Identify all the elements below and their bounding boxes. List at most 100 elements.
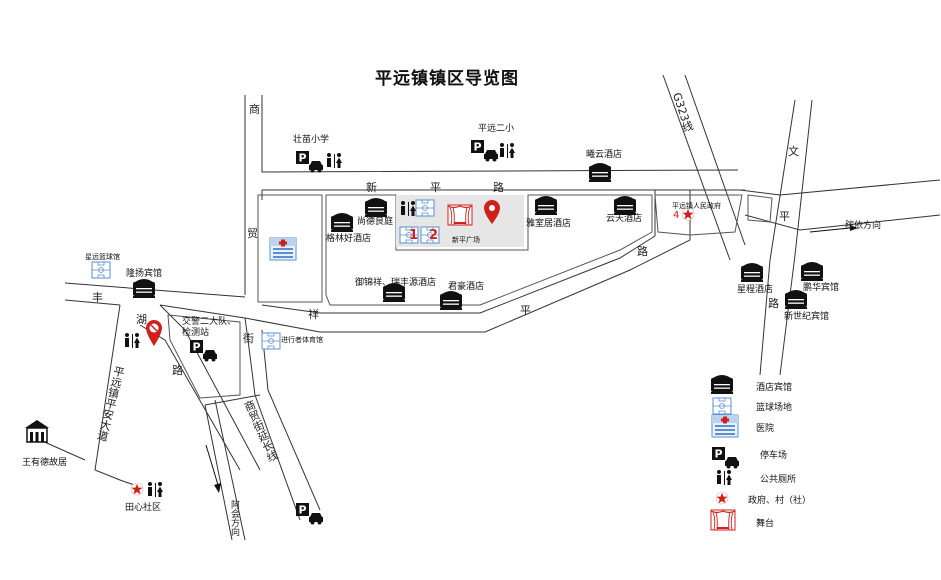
road-label-xinping-1: 新 bbox=[366, 181, 377, 194]
road-label-to-ahui: 阿会方向 bbox=[229, 500, 239, 536]
road-g323-west bbox=[662, 74, 731, 261]
road-ayi-north bbox=[739, 179, 941, 196]
label-stage-num1: 1 bbox=[409, 228, 419, 243]
road-wen-east bbox=[779, 99, 813, 376]
block-east-small bbox=[747, 194, 773, 223]
direction-arrows bbox=[205, 225, 858, 493]
road-ahui-link bbox=[204, 394, 261, 406]
label-xinshiji-hotel: 新世纪宾馆 bbox=[784, 312, 830, 322]
hotel-icon[interactable] bbox=[801, 262, 823, 281]
toilet-icon[interactable] bbox=[401, 201, 416, 216]
label-basketball-left: 星远篮球馆 bbox=[85, 253, 120, 261]
label-stage-num2: 2 bbox=[429, 228, 439, 243]
road-ahui-1 bbox=[204, 404, 233, 541]
road-label-lu-right: 路 bbox=[768, 297, 779, 310]
basketball-court-icon[interactable] bbox=[261, 332, 281, 350]
road-label-lu: 路 bbox=[637, 245, 648, 258]
road-label-feng: 丰 bbox=[92, 291, 103, 304]
government-star-icon[interactable] bbox=[130, 482, 144, 496]
stage-icon bbox=[710, 509, 736, 531]
hotel-icon[interactable] bbox=[440, 291, 462, 310]
hotel-icon[interactable] bbox=[133, 279, 155, 298]
block-jiaojing bbox=[167, 314, 241, 399]
label-gelinhao-hotel: 格林好酒店 bbox=[326, 234, 372, 244]
toilet-icon[interactable] bbox=[327, 153, 342, 168]
government-star-icon bbox=[715, 491, 729, 505]
road-label-hu-road: 路 bbox=[172, 364, 183, 377]
road-label-shangmao-top: 商 bbox=[249, 103, 260, 116]
parking-icon[interactable] bbox=[296, 151, 323, 173]
hotel-icon[interactable] bbox=[614, 196, 636, 215]
road-label-pingxiang-1: 祥 bbox=[308, 308, 319, 321]
road-label-ping: 平 bbox=[520, 304, 531, 317]
label-tianxin: 田心社区 bbox=[125, 503, 162, 513]
toilet-icon[interactable] bbox=[148, 482, 163, 497]
road-ahui-2 bbox=[214, 399, 246, 541]
basketball-court-icon bbox=[712, 397, 732, 415]
label-xinping-square: 新平广场 bbox=[452, 236, 480, 244]
legend-label-parking: 停车场 bbox=[760, 451, 788, 461]
road-feng-south bbox=[64, 299, 121, 306]
hospital-icon bbox=[711, 414, 739, 438]
road-hu-east bbox=[159, 304, 246, 319]
marker-pin-icon[interactable] bbox=[146, 320, 162, 346]
toilet-icon[interactable] bbox=[125, 333, 140, 348]
road-ext-east bbox=[261, 329, 321, 511]
road-g323-east bbox=[684, 74, 746, 246]
legend-label-toilet: 公共厕所 bbox=[760, 475, 797, 485]
road-label-hu: 湖 bbox=[136, 313, 147, 326]
road-label-xinping-2: 平 bbox=[430, 181, 441, 194]
label-jiaojing-1: 交警二大队、 bbox=[182, 317, 237, 327]
road-label-ping-right: 平 bbox=[779, 210, 790, 223]
road-pingxiang-south bbox=[244, 190, 691, 333]
label-yabao-hotel: 雅室居酒店 bbox=[526, 219, 572, 229]
block-hospital bbox=[257, 194, 323, 303]
road-label-to-ayi: 稼依方向 bbox=[845, 221, 882, 231]
stage-icon[interactable] bbox=[447, 204, 473, 226]
road-label-shangmao-mid1: 贸 bbox=[247, 227, 258, 240]
hotel-icon[interactable] bbox=[741, 263, 763, 282]
legend-label-hospital: 医院 bbox=[756, 424, 775, 434]
toilet-icon[interactable] bbox=[500, 143, 515, 158]
road-feng-north bbox=[64, 282, 246, 298]
road-blvd-2 bbox=[39, 439, 86, 461]
house-icon[interactable] bbox=[24, 419, 50, 443]
hotel-icon bbox=[711, 375, 733, 394]
label-xiyun-hotel: 曦云酒店 bbox=[586, 150, 623, 160]
legend-label-stage: 舞台 bbox=[756, 519, 775, 529]
label-jiaojing-2: 检测站 bbox=[182, 328, 210, 338]
parking-icon[interactable] bbox=[190, 340, 217, 362]
label-longyang-hotel: 隆扬宾馆 bbox=[126, 269, 163, 279]
legend-label-hotel: 酒店宾馆 bbox=[756, 383, 793, 393]
label-gov: 平远镇人民政府 bbox=[672, 202, 721, 210]
legend-icons bbox=[710, 375, 739, 531]
label-youth-gym: 进行者体育馆 bbox=[281, 336, 323, 344]
basketball-court-icon[interactable] bbox=[91, 261, 111, 279]
hospital-icon[interactable] bbox=[269, 237, 297, 261]
label-gov-num: 4 bbox=[673, 210, 680, 221]
road-pingxiang-north bbox=[261, 190, 656, 314]
road-hu-west bbox=[94, 304, 121, 471]
hotel-icon[interactable] bbox=[331, 213, 353, 232]
legend-label-government: 政府、村（社） bbox=[748, 496, 812, 506]
label-yuntian-hotel: 云天酒店 bbox=[606, 214, 643, 224]
label-xingcheng-hotel: 星程酒店 bbox=[737, 285, 774, 295]
road-label-shangmao-mid2: 街 bbox=[243, 332, 254, 345]
label-zhuangmiao-school: 壮苗小学 bbox=[293, 135, 330, 145]
road-label-wen: 文 bbox=[788, 145, 799, 158]
parking-icon[interactable] bbox=[296, 503, 323, 525]
road-ext-west bbox=[244, 317, 301, 521]
block-gov bbox=[654, 194, 743, 236]
parking-icon[interactable] bbox=[471, 140, 498, 162]
parking-icon bbox=[712, 447, 739, 469]
label-pingyuan-school2: 平远二小 bbox=[478, 124, 515, 134]
hotel-icon[interactable] bbox=[535, 196, 557, 215]
hotel-icon[interactable] bbox=[365, 198, 387, 217]
hotel-icon[interactable] bbox=[589, 163, 611, 182]
toilet-icon bbox=[717, 470, 732, 485]
road-label-xinping-3: 路 bbox=[493, 181, 504, 194]
basketball-court-icon[interactable] bbox=[415, 199, 435, 217]
label-penghua-hotel: 鹏华宾馆 bbox=[803, 283, 840, 293]
legend-label-court: 篮球场地 bbox=[756, 403, 793, 413]
